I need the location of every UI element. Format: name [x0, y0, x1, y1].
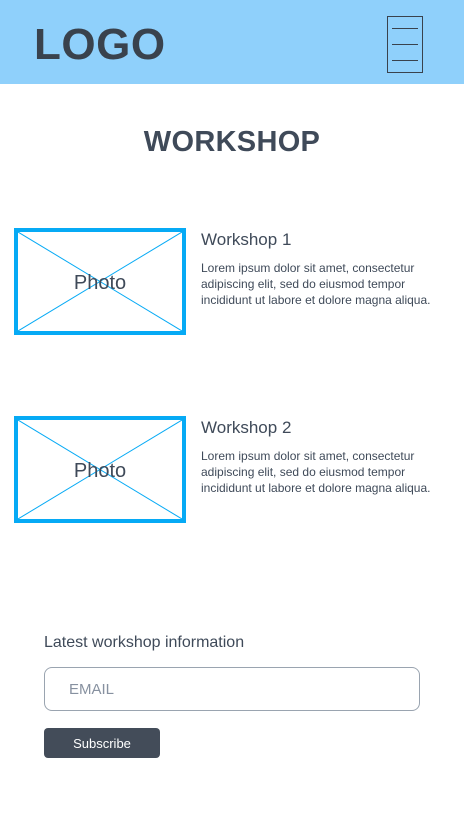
hamburger-menu-icon[interactable] [387, 16, 423, 73]
menu-line [392, 44, 418, 45]
signup-label: Latest workshop information [44, 634, 245, 651]
workshop-title[interactable]: Workshop 2 [201, 418, 292, 437]
site-header: LOGO [0, 0, 464, 84]
placeholder-cross-icon [18, 420, 182, 519]
workshop-description: Lorem ipsum dolor sit amet, consectetur … [201, 261, 431, 307]
workshop-title[interactable]: Workshop 1 [201, 230, 292, 249]
logo[interactable]: LOGO [34, 20, 166, 69]
photo-placeholder[interactable]: Photo [14, 228, 186, 335]
workshop-description: Lorem ipsum dolor sit amet, consectetur … [201, 449, 431, 495]
email-input[interactable] [44, 667, 420, 711]
photo-label: Photo [73, 460, 127, 482]
photo-placeholder[interactable]: Photo [14, 416, 186, 523]
placeholder-cross-icon [18, 232, 182, 331]
menu-line [392, 28, 418, 29]
menu-line [392, 60, 418, 61]
page-title: WORKSHOP [143, 126, 321, 158]
subscribe-button[interactable]: Subscribe [44, 728, 160, 758]
photo-label: Photo [73, 272, 127, 294]
